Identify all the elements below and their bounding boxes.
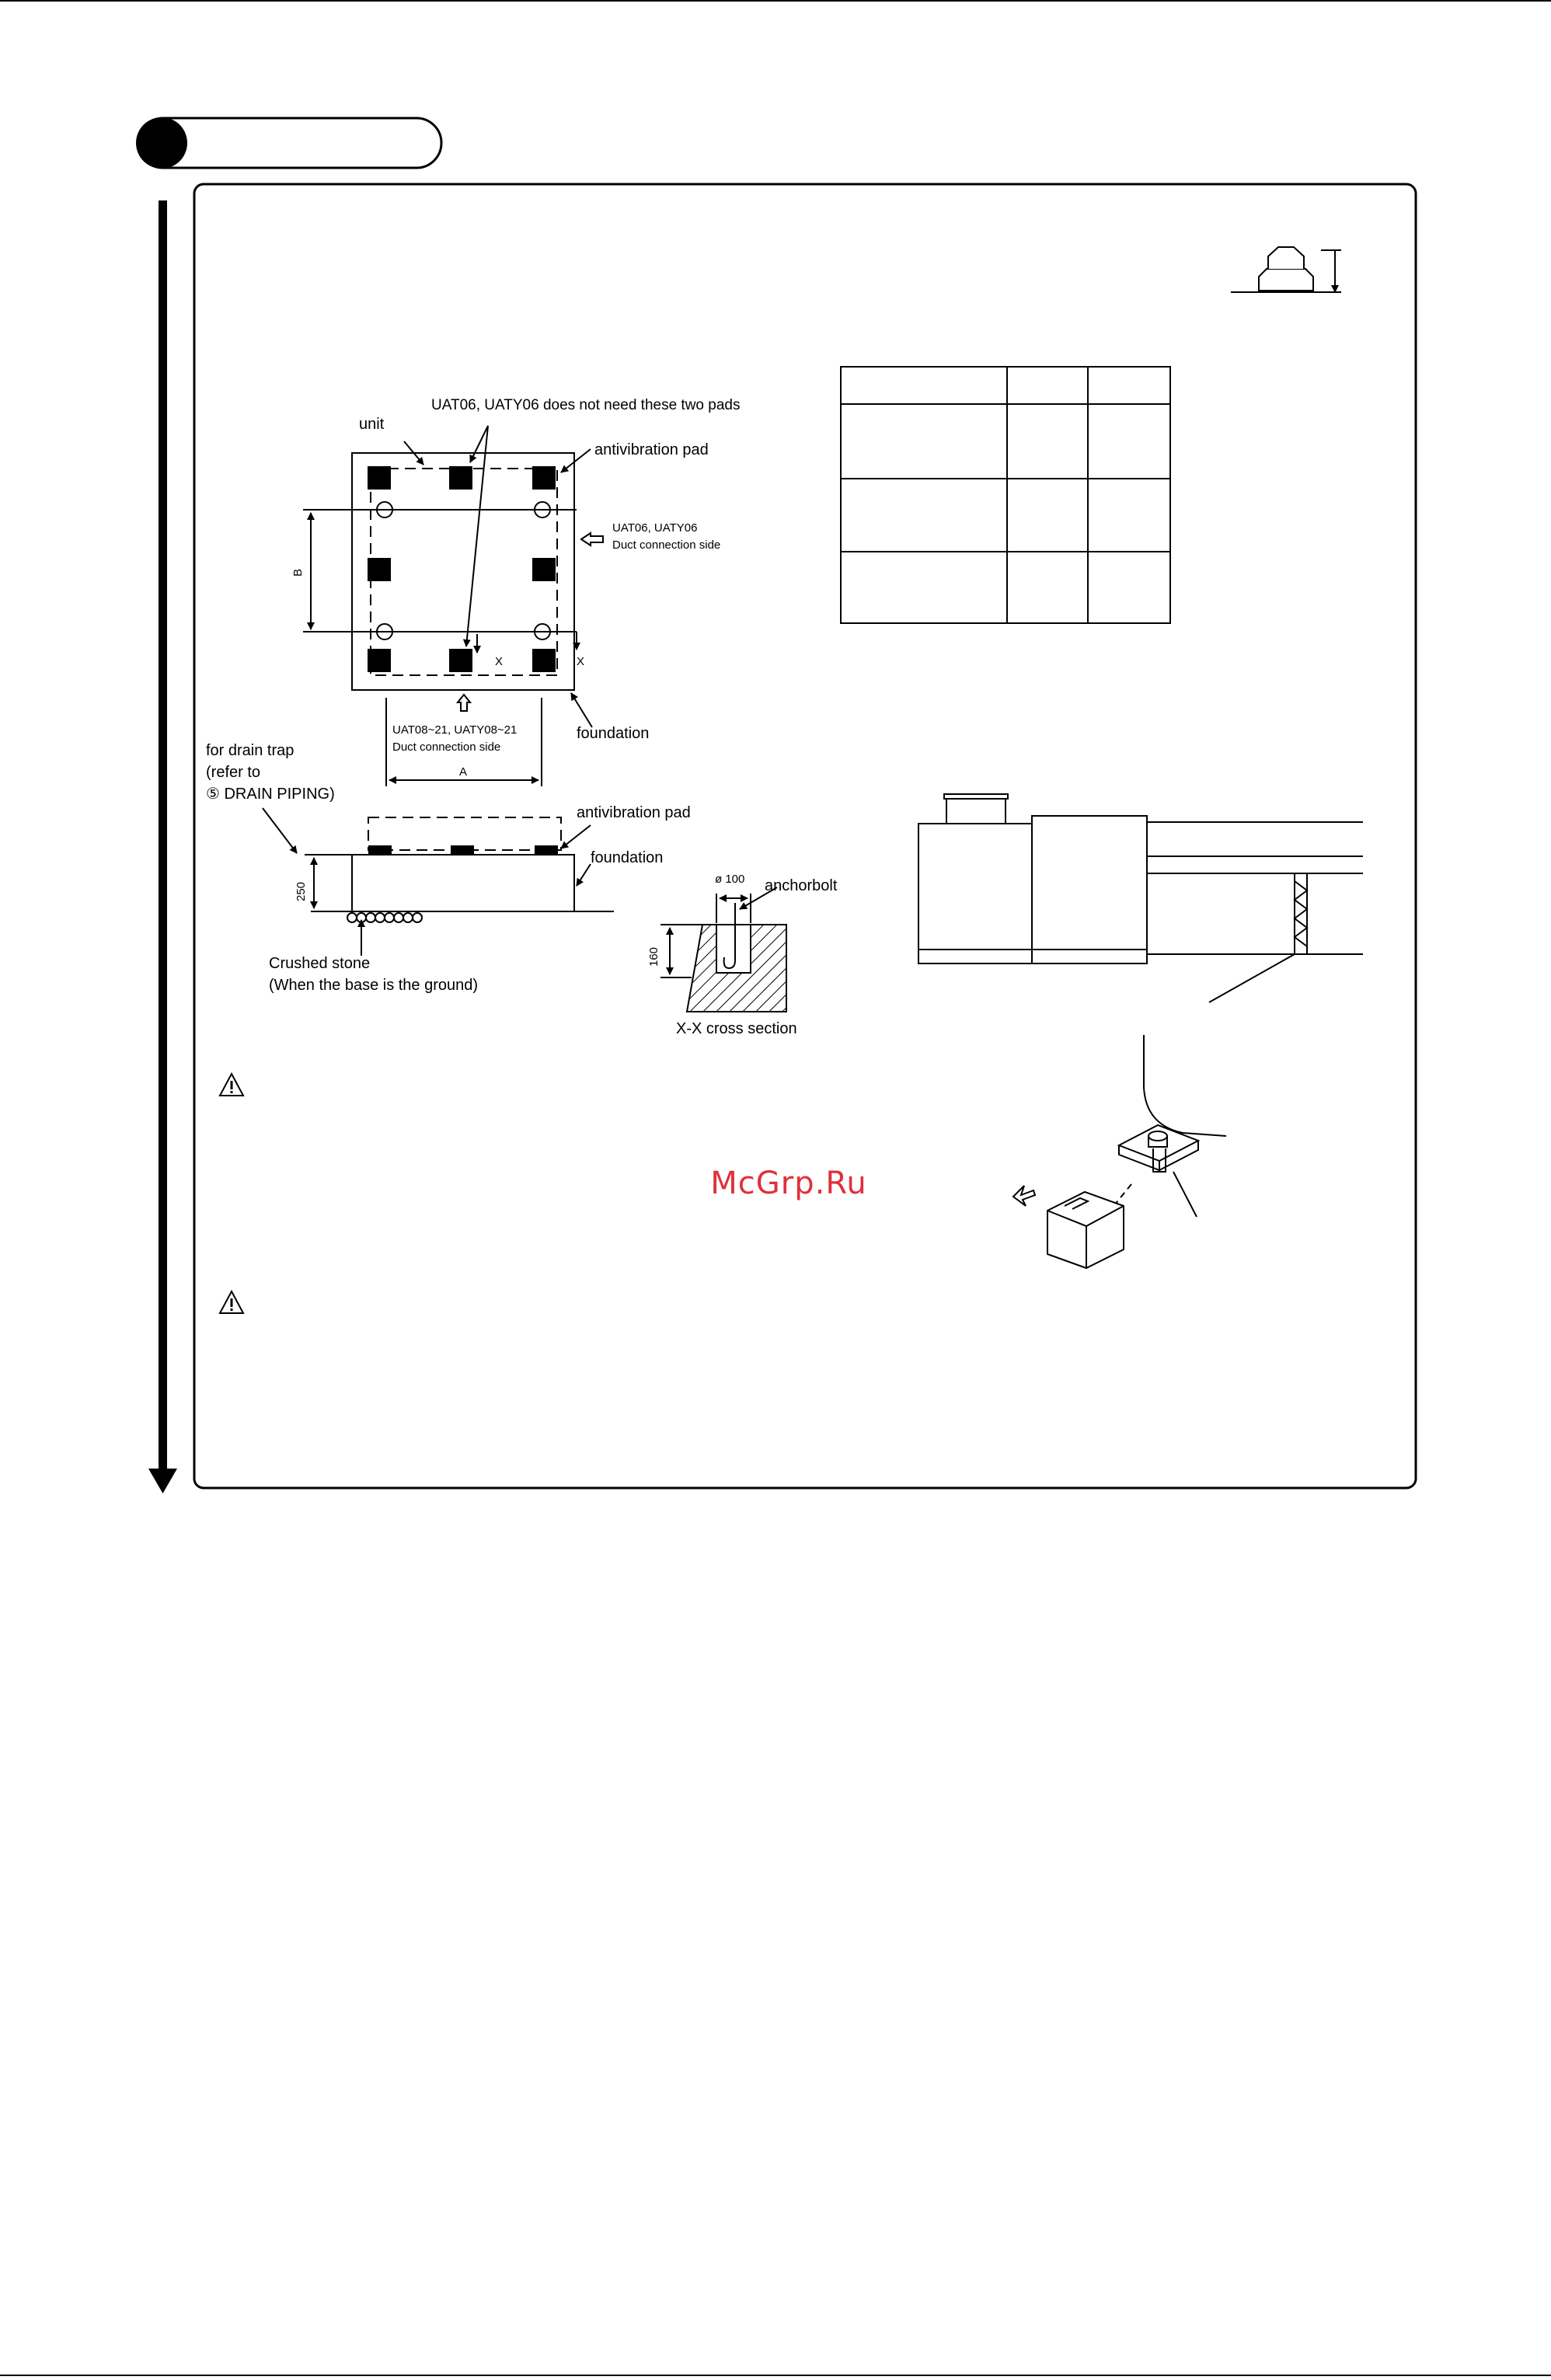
- content-frame: [193, 183, 1417, 1490]
- height-160-label: 160: [647, 947, 660, 967]
- antivibration-pad-label: antivibration pad: [594, 441, 709, 458]
- foundation-plan: [303, 425, 604, 786]
- pads-note-label: UAT06, UATY06 does not need these two pa…: [431, 397, 740, 413]
- top-rule: [0, 0, 1551, 2]
- foundation-elevation-label: foundation: [591, 849, 663, 866]
- diameter-100-label: ø 100: [715, 873, 744, 886]
- watermark: McGrp.Ru: [710, 1166, 867, 1201]
- unit-rail-drawing: [918, 793, 1363, 1003]
- duct-side-right-label: Duct connection side: [612, 538, 720, 552]
- dim-x-right-label: X: [577, 655, 584, 668]
- foundation-label: foundation: [577, 725, 649, 742]
- filled-circle-icon: [136, 117, 187, 169]
- duct-side-bottom-model-label: UAT08~21, UATY08~21: [392, 723, 517, 737]
- dim-x-label: X: [495, 655, 503, 668]
- warning-triangle-icon: [218, 1072, 245, 1096]
- duct-side-bottom-label: Duct connection side: [392, 740, 500, 754]
- drain-piping-ref-label: ⑤ DRAIN PIPING): [206, 786, 335, 803]
- unit-label: unit: [359, 416, 385, 433]
- crushed-stone-label: Crushed stone: [269, 955, 370, 972]
- diagram-labels: UAT06, UATY06 does not need these two pa…: [206, 397, 838, 1037]
- spec-table: [840, 366, 1171, 624]
- drain-trap-label: for drain trap: [206, 742, 294, 759]
- dim-b-label: B: [291, 569, 305, 577]
- foot-bracket-drawing: [1012, 1035, 1227, 1270]
- nut-icon: [1231, 246, 1341, 293]
- bottom-rule: [0, 2375, 1551, 2376]
- warning-triangle-icon: [218, 1289, 245, 1314]
- duct-side-right-model-label: UAT06, UATY06: [612, 521, 697, 535]
- step-badge: [136, 117, 443, 169]
- xx-cross-section: [660, 887, 787, 1012]
- dim-a-label: A: [459, 765, 467, 779]
- anchorbolt-label: anchorbolt: [765, 877, 838, 894]
- drain-trap-refer-label: (refer to: [206, 764, 260, 781]
- foundation-elevation: [262, 807, 614, 956]
- height-250-label: 250: [295, 882, 308, 901]
- crushed-stone-note-label: (When the base is the ground): [269, 977, 478, 994]
- arrow-down-icon: [148, 200, 177, 1493]
- cross-section-label: X-X cross section: [676, 1020, 797, 1037]
- antivibration-pad-elevation-label: antivibration pad: [577, 804, 691, 821]
